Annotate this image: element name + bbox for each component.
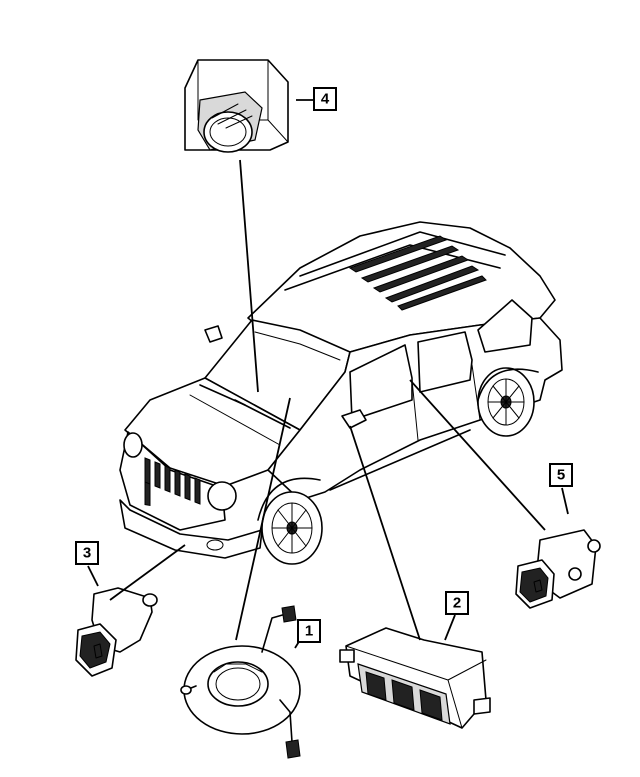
- leader-5: [409, 379, 546, 531]
- leader-4: [239, 159, 259, 393]
- leader-2: [349, 425, 421, 641]
- callout-4[interactable]: 4: [313, 87, 337, 111]
- occupant-classification-sensor-icon: [184, 59, 289, 153]
- side-impact-sensor-icon: [515, 529, 601, 609]
- roof-slats: [348, 235, 487, 311]
- airbag-control-module-icon: [339, 627, 491, 729]
- callout-3[interactable]: 3: [75, 541, 99, 565]
- leader-3-tick: [87, 565, 99, 587]
- rear-wheel: [477, 367, 535, 437]
- callout-1[interactable]: 1: [297, 619, 321, 643]
- clockspring-icon: [180, 605, 301, 759]
- callout-5[interactable]: 5: [549, 463, 573, 487]
- callout-1-label: 1: [305, 623, 313, 640]
- suv-vehicle-illustration: [119, 221, 563, 565]
- grille-slots: [144, 457, 201, 507]
- callout-5-label: 5: [557, 467, 565, 484]
- callout-2-label: 2: [453, 595, 461, 612]
- callout-3-label: 3: [83, 545, 91, 562]
- front-impact-sensor-icon: [75, 587, 158, 677]
- callout-2[interactable]: 2: [445, 591, 469, 615]
- callout-4-label: 4: [321, 91, 330, 108]
- leader-1: [235, 397, 291, 641]
- leader-5-tick: [561, 487, 569, 515]
- front-wheel: [261, 491, 323, 565]
- leader-2-tick: [444, 614, 456, 641]
- leader-3: [109, 544, 186, 601]
- leader-lines: [87, 99, 569, 649]
